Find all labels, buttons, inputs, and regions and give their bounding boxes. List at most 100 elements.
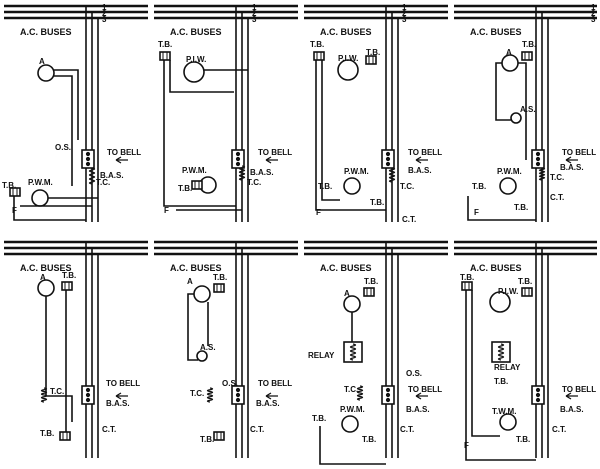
- to-bell-arrow-icon: [415, 156, 428, 164]
- terminal-block: [365, 55, 377, 65]
- switch-contact-icon: [385, 151, 391, 157]
- switch-contact-icon: [235, 161, 241, 167]
- trip-coil-label: T.C.: [50, 387, 64, 396]
- to-bell-label: TO BELL: [258, 379, 292, 388]
- terminal-block-label: T.B.: [460, 273, 474, 282]
- wire: [187, 293, 198, 361]
- bus-label: A.C. BUSES: [470, 263, 522, 273]
- relay-label: RELAY: [494, 363, 521, 372]
- bus-label: A.C. BUSES: [170, 263, 222, 273]
- terminal-block-label: T.B.: [516, 435, 530, 444]
- ammeter-switch-icon: [196, 350, 208, 362]
- wattmeter-label: P.W.M.: [497, 167, 522, 176]
- terminal-block-label: T.B.: [522, 40, 536, 49]
- wattmeter-icon: [343, 177, 361, 195]
- switch-contact-icon: [385, 387, 391, 393]
- wire: [54, 75, 73, 186]
- wire: [471, 290, 500, 437]
- wattmeter-label: P.W.M.: [182, 166, 207, 175]
- fuse-label: F: [316, 208, 321, 217]
- terminal-block: [159, 51, 171, 61]
- to-bell-label: TO BELL: [408, 148, 442, 157]
- terminal-block-label: T.B.: [158, 40, 172, 49]
- wire: [169, 60, 234, 93]
- bus-number: 1: [402, 3, 407, 12]
- bus-label: A.C. BUSES: [320, 263, 372, 273]
- trip-coil-label: T.C.: [190, 389, 204, 398]
- switch-contact-icon: [535, 387, 541, 393]
- switch-contact-icon: [235, 387, 241, 393]
- bell-alarm-switch-label: B.A.S.: [256, 399, 280, 408]
- fuse-label: F: [464, 441, 469, 450]
- bus-number: 3: [252, 15, 257, 24]
- ammeter-switch-label: A.S.: [200, 343, 216, 352]
- wire: [45, 296, 73, 422]
- ammeter-label: A: [39, 57, 45, 66]
- trip-coil-label: T.C.: [247, 178, 261, 187]
- trip-coil-label: T.C.: [344, 385, 358, 394]
- bus-number: 2: [591, 9, 596, 18]
- terminal-block-label: T.B.: [213, 273, 227, 282]
- bus-label: A.C. BUSES: [20, 27, 72, 37]
- terminal-block: [213, 431, 225, 441]
- trip-coil-label: T.C.: [550, 173, 564, 182]
- ammeter-label: A: [344, 289, 350, 298]
- bell-alarm-switch-label: B.A.S.: [560, 163, 584, 172]
- bell-alarm-switch-label: B.A.S.: [100, 171, 124, 180]
- terminal-block-label: T.B.: [200, 435, 214, 444]
- wire: [163, 60, 236, 207]
- switch-contact-icon: [535, 397, 541, 403]
- to-bell-label: TO BELL: [408, 385, 442, 394]
- wattmeter-icon: [499, 413, 517, 431]
- terminal-block-label: T.B.: [518, 277, 532, 286]
- terminal-block-label: T.B.: [514, 203, 528, 212]
- terminal-block: [191, 180, 203, 190]
- indicating-wattmeter-icon: [183, 61, 205, 83]
- wattmeter-icon: [499, 177, 517, 195]
- indicating-wattmeter-label: P.I.W.: [338, 54, 358, 63]
- bell-alarm-switch-label: B.A.S.: [408, 166, 432, 175]
- switch-contact-icon: [385, 392, 391, 398]
- wattmeter-icon: [31, 189, 49, 207]
- bus-label: A.C. BUSES: [320, 27, 372, 37]
- relay-label: RELAY: [308, 351, 335, 360]
- trip-coil: [538, 167, 546, 181]
- ammeter-switch-icon: [510, 112, 522, 124]
- ammeter-label: A: [187, 277, 193, 286]
- to-bell-arrow-icon: [415, 392, 428, 400]
- fuse-label: F: [12, 206, 17, 215]
- to-bell-arrow-icon: [565, 156, 578, 164]
- bus-label: A.C. BUSES: [470, 27, 522, 37]
- terminal-block: [9, 187, 21, 197]
- terminal-block: [61, 281, 73, 291]
- fuse-label: F: [474, 208, 479, 217]
- switch-contact-icon: [85, 151, 91, 157]
- current-transformer-label: C.T.: [250, 425, 264, 434]
- terminal-block-label: T.B.: [370, 198, 384, 207]
- terminal-block-label: T.B.: [494, 377, 508, 386]
- trip-coil-label: T.C.: [400, 182, 414, 191]
- switch-contact-icon: [85, 397, 91, 403]
- trip-coil: [206, 387, 214, 403]
- terminal-block: [363, 287, 375, 297]
- relay-coil: [497, 343, 505, 361]
- terminal-block: [461, 281, 473, 291]
- to-bell-label: TO BELL: [258, 148, 292, 157]
- switch-contact-icon: [385, 161, 391, 167]
- to-bell-label: TO BELL: [106, 379, 140, 388]
- wire: [467, 196, 536, 221]
- wire: [465, 290, 536, 461]
- bus-number: 1: [252, 3, 257, 12]
- oil-switch-label: O.S.: [406, 369, 422, 378]
- switch-contact-icon: [535, 392, 541, 398]
- terminal-block-label: T.B.: [178, 184, 192, 193]
- switch-contact-icon: [535, 156, 541, 162]
- wattmeter-icon: [341, 415, 359, 433]
- terminal-block-label: T.B.: [364, 277, 378, 286]
- ammeter-icon: [501, 54, 519, 72]
- switch-contact-icon: [85, 392, 91, 398]
- switch-contact-icon: [235, 397, 241, 403]
- wire: [315, 60, 386, 211]
- switch-contact-icon: [235, 392, 241, 398]
- bus-number: 2: [402, 9, 407, 18]
